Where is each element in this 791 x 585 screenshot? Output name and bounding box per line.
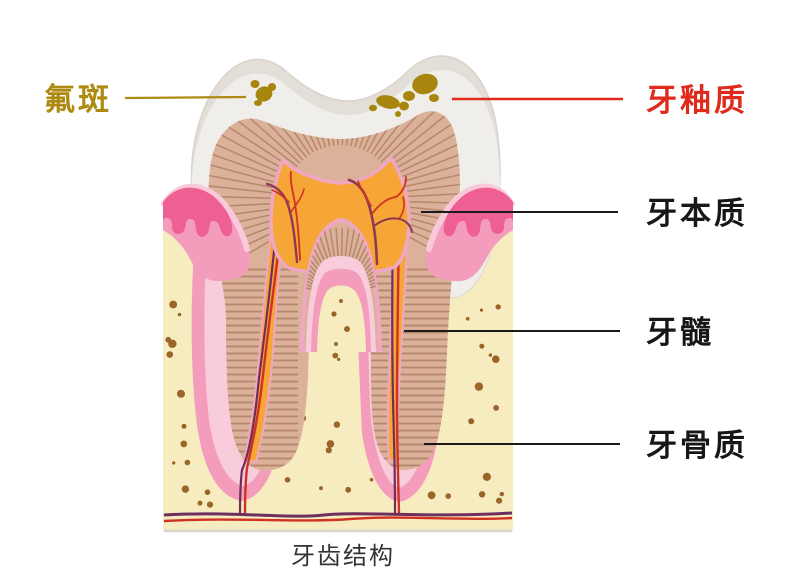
dentin-line — [393, 158, 460, 186]
bone-speckle — [445, 493, 452, 499]
dentin-line — [277, 111, 318, 151]
bone-speckle — [204, 489, 211, 496]
bone-speckle — [468, 418, 475, 425]
dentin-line — [394, 169, 460, 190]
bone-speckle — [166, 351, 174, 358]
figure-caption: 牙齿结构 — [291, 543, 395, 570]
dentin-line — [208, 161, 289, 187]
label-enamel: 牙釉质 — [646, 83, 748, 118]
dentin-line — [395, 180, 460, 194]
bone-speckle — [181, 485, 190, 493]
dentin-line — [383, 111, 455, 166]
dentin-line — [208, 150, 290, 183]
bone-speckle — [427, 491, 436, 500]
bone-speckle — [345, 486, 352, 493]
dentin-line — [363, 263, 380, 287]
canal-vessels — [238, 226, 401, 517]
bone-speckle — [184, 459, 191, 466]
bone-speckle — [177, 312, 182, 317]
bone-speckle — [326, 440, 335, 448]
leader-lines — [124, 95, 623, 445]
bone-speckle — [332, 352, 339, 359]
dentin-line — [388, 126, 460, 174]
bone-speckle — [495, 304, 501, 310]
dentin-line — [392, 147, 460, 182]
bone-speckle — [181, 423, 187, 429]
bone-speckle — [180, 440, 188, 448]
bone-speckle — [197, 500, 203, 506]
bone-speckle — [479, 343, 485, 349]
bone-speckle — [492, 355, 500, 364]
bone-speckle — [333, 421, 341, 428]
bone-speckle — [325, 447, 332, 454]
dentin-line — [302, 272, 317, 290]
bone-speckle — [337, 357, 341, 361]
bone-speckle — [479, 308, 484, 312]
dentin-line — [365, 274, 380, 291]
leader-fluorosis — [124, 95, 247, 100]
bone-speckle — [465, 317, 470, 321]
dentin-line — [240, 111, 304, 161]
dentin-line — [302, 266, 318, 288]
bone-speckle — [478, 491, 486, 498]
bone-speckle — [165, 336, 172, 343]
fluorosis-spots — [250, 73, 439, 117]
dentin-line — [395, 204, 460, 216]
pulp-vessels — [265, 171, 413, 266]
bone-speckle — [369, 477, 374, 482]
bone-speckle — [319, 486, 323, 491]
bone-speckles — [165, 256, 504, 508]
dentin-line — [362, 111, 401, 151]
bone-speckle — [177, 389, 185, 398]
bone-speckle — [206, 501, 214, 508]
bone-speckle — [475, 383, 481, 389]
bone-speckle — [488, 353, 493, 357]
bone-speckle — [499, 491, 504, 497]
dentin-line — [302, 277, 317, 292]
label-cementum: 牙骨质 — [646, 428, 748, 463]
dentin-line — [380, 111, 447, 163]
dentin-line — [302, 261, 320, 286]
dentin-line — [208, 172, 288, 191]
dentin-line — [385, 117, 460, 170]
dentin-line — [362, 258, 380, 285]
bone-speckle — [493, 405, 499, 411]
bone-speckle — [169, 300, 178, 309]
dentin-line — [395, 200, 460, 205]
bone-speckle — [284, 477, 291, 483]
dentin-line — [208, 184, 287, 196]
bone-speckle — [172, 461, 176, 465]
label-pulp: 牙髓 — [646, 315, 714, 350]
label-fluorosis: 氟斑 — [44, 82, 112, 117]
dentin-line — [377, 111, 439, 160]
bottom-vessel-bundle — [163, 511, 513, 523]
bone-speckle — [482, 472, 491, 481]
label-dentin: 牙本质 — [646, 196, 748, 231]
dentin-line — [364, 268, 380, 289]
bone-speckle — [496, 497, 503, 504]
dentin-line — [395, 191, 460, 198]
